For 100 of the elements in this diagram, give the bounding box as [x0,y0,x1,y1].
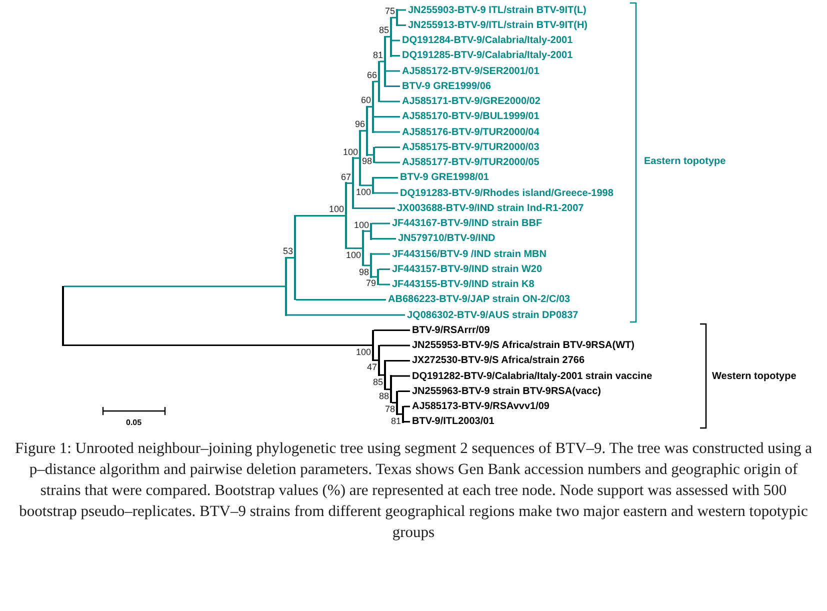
bootstrap-value: 85 [378,25,389,36]
branch-line [374,360,378,362]
bootstrap-value: 98 [358,266,369,277]
taxon-label: BTV-9 GRE1998/01 [398,171,489,184]
bootstrap-value: 60 [360,95,371,106]
branch-line [398,390,410,392]
branch-line [392,16,396,18]
bootstrap-value: 66 [366,70,377,80]
taxon-label: JF443156/BTV-9 /IND strain MBN [390,248,546,260]
branch-line [364,264,370,266]
taxon-label: JQ086302-BTV-9/AUS strain DP0837 [405,308,578,322]
branch-line [404,406,410,408]
taxon-label: JF443157-BTV-9/IND strain W20 [390,262,542,276]
branch-line [372,253,390,255]
branch-line [287,257,294,258]
group-label: Eastern topotype [644,154,726,168]
branch-line [372,222,390,224]
taxon-label: JN255963-BTV-9 strain BTV-9RSA(vacc) [410,384,601,398]
taxon-label: AJ585175-BTV-9/TUR2000/03 [400,140,540,154]
bootstrap-value: 100 [356,346,371,357]
taxon-label: JN255903-BTV-9 ITL/strain BTV-9IT(L) [406,4,586,16]
bootstrap-value: 53 [282,246,293,256]
bootstrap-value: 79 [366,278,376,288]
bootstrap-value: 100 [356,186,371,197]
taxon-label: DQ191284-BTV-9/Calabria/Italy-2001 [400,34,573,47]
taxon-label: AJ585171-BTV-9/GRE2000/02 [400,95,540,108]
bootstrap-value: 100 [328,204,344,214]
taxon-label: BTV-9 GRE1999/06 [400,80,491,93]
taxon-label: AJ585176-BTV-9/TUR2000/04 [400,126,540,138]
branch-line [379,284,390,286]
taxon-label: DQ191283-BTV-9/Rhodes island/Greece-1998 [398,186,614,200]
taxon-label: DQ191285-BTV-9/Calabria/Italy-2001 [400,49,573,62]
branch-line [386,388,390,390]
bootstrap-value: 88 [378,390,389,401]
taxon-label: AB686223-BTV-9/JAP strain ON-2/C/03 [386,293,570,306]
branch-line [386,70,400,72]
branch-line [392,375,410,377]
branch-line [374,192,398,194]
bootstrap-value: 81 [390,416,401,426]
branch-line [375,162,400,164]
branch-line [398,24,406,26]
bootstrap-value: 81 [372,50,383,60]
branch-line [398,9,406,11]
branch-line [374,330,410,331]
branch-line [375,146,400,148]
branch-line [392,40,400,42]
bootstrap-value: 100 [346,250,361,260]
bootstrap-value: 100 [354,220,369,230]
branch-line [380,60,384,62]
branch-line [361,184,372,186]
branch-line [386,36,390,38]
branch-line [379,268,390,270]
taxon-label: AJ585172-BTV-9/SER2001/01 [400,64,540,78]
branch-line [287,314,405,316]
bootstrap-value: 100 [342,146,358,157]
taxon-label: AJ585173-BTV-9/RSAvvv1/09 [410,400,550,413]
bootstrap-value: 67 [340,172,351,182]
bootstrap-value: 85 [372,376,383,387]
branch-line [404,421,410,422]
branch-line [374,131,400,133]
branch-line [64,286,285,288]
branch-line [398,413,402,415]
branch-line [374,116,400,118]
figure-caption: Figure 1: Unrooted neighbour–joining phylogenetic tree using segment 2 sequences of BTV–9. The tree was constructed using a p–distance algorithm and pairwise deletion parameters. Texas shows Gen Bank accession numbers and geographic origin of strains that were compared. Bootstrap values (%) are represented at each tree node. Node support was assessed with 500 bootstrap pseudo–replicates. BTV–9 strains from different geographical regions make two major eastern and western topotypic groups [14,439,813,543]
taxon-label: JX272530-BTV-9/S Africa/strain 2766 [410,354,585,368]
branch-line [392,55,400,56]
taxon-label: JN579710/BTV-9/IND [396,232,496,246]
scale-label: 0.05 [126,417,142,428]
group-label: Western topotype [712,370,796,382]
bootstrap-value: 78 [384,404,395,414]
branch-line [368,106,372,108]
branch-line [380,344,410,346]
branch-line [380,374,384,376]
bootstrap-value: 47 [366,362,377,372]
taxon-label: AJ585177-BTV-9/TUR2000/05 [400,156,540,169]
branch-line [354,157,359,159]
branch-line [364,230,370,232]
taxon-label: JN255953-BTV-9/S Africa/strain BTV-9RSA(WT) [410,339,634,352]
branch-line [372,238,396,240]
branch-line [380,100,400,102]
branch-line [354,208,395,209]
taxon-label: JF443167-BTV-9/IND strain BBF [390,217,542,230]
bootstrap-value: 96 [354,119,365,130]
branch-line [374,177,398,178]
branch-line [368,154,373,156]
branch-line [296,299,386,300]
bootstrap-value: 98 [362,156,372,166]
branch-line [374,80,378,82]
taxon-label: DQ191282-BTV-9/Calabria/Italy-2001 strain vaccine [410,370,652,382]
taxon-label: BTV-9/RSArrr/09 [410,324,490,337]
taxon-label: JF443155-BTV-9/IND strain K8 [390,278,534,291]
branch-line [296,214,345,216]
taxon-label: BTV-9/ITL2003/01 [410,415,494,428]
branch-line [372,276,377,278]
branch-line [347,248,362,250]
branch-line [347,182,352,184]
bootstrap-value: 75 [384,6,395,16]
taxon-label: AJ585170-BTV-9/BUL1999/01 [400,110,540,124]
branch-line [361,130,366,132]
branch-line [386,360,410,362]
